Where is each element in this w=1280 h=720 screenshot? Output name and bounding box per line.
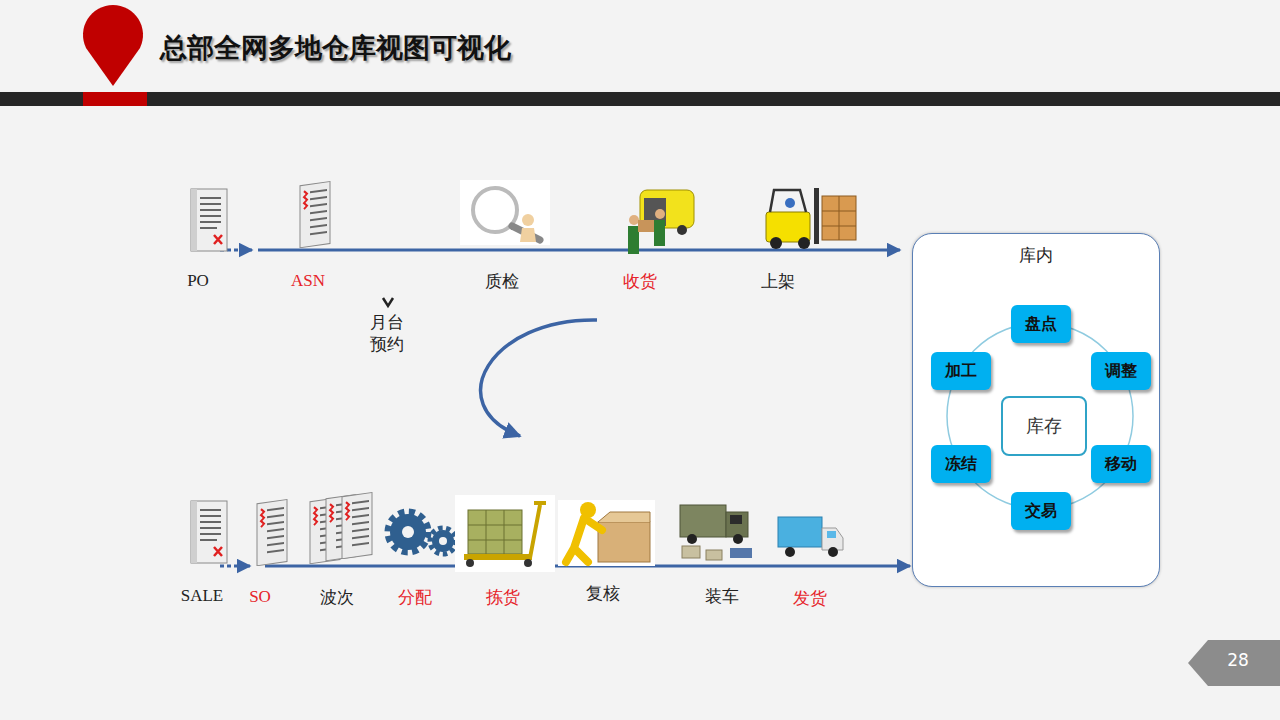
jack-handle <box>530 503 546 558</box>
step-label: 月台 预约 <box>367 312 407 356</box>
operation-box: 盘点 <box>1011 305 1071 343</box>
node-label: 盘点 <box>1025 314 1057 335</box>
gear-hole <box>439 537 447 545</box>
step-label: 波次 <box>320 586 354 609</box>
sale-document-icon <box>191 501 227 563</box>
so-document-icon <box>257 500 287 566</box>
person-body <box>566 518 602 562</box>
ground-pallet <box>730 548 752 558</box>
title-pin <box>83 5 143 86</box>
worker-head <box>629 215 639 225</box>
truck-window <box>730 515 742 524</box>
van-wheel <box>677 225 687 235</box>
operation-box: 交易 <box>1011 492 1071 530</box>
truck-cab <box>726 512 748 537</box>
inventory-box: 库存 <box>1001 396 1087 456</box>
ground-box <box>706 550 722 560</box>
step-label: 上架 <box>761 270 795 293</box>
node-label: 交易 <box>1025 501 1057 522</box>
pallet-load <box>822 196 856 240</box>
wheel <box>798 237 810 249</box>
chevron <box>383 298 393 306</box>
title-bar-accent <box>83 92 147 106</box>
step-label: 收货 <box>623 270 657 293</box>
step-label: 装车 <box>705 585 739 608</box>
forklift-mast <box>814 188 819 244</box>
truck-window <box>827 531 836 538</box>
page-number-tab <box>1188 640 1280 686</box>
worker-body <box>654 220 665 246</box>
step-label: SO <box>249 587 271 607</box>
icon-background <box>460 180 550 245</box>
node-label: 加工 <box>945 361 977 382</box>
wave-document-icon <box>342 493 372 559</box>
carton <box>598 522 650 562</box>
step-label: 拣货 <box>486 586 520 609</box>
wheel <box>828 547 838 557</box>
gears-icon <box>388 512 456 554</box>
figure-head <box>522 214 534 226</box>
node-label: 冻结 <box>945 454 977 475</box>
dotted-lead <box>220 565 250 568</box>
operation-box: 调整 <box>1091 352 1151 390</box>
wheel <box>466 559 474 567</box>
receiving-icon <box>628 190 694 254</box>
delivery-truck-icon <box>778 517 843 557</box>
operation-box: 加工 <box>931 352 991 390</box>
operation-box: 冻结 <box>931 445 991 483</box>
step-label: PO <box>187 271 209 291</box>
title-bar <box>0 92 1280 106</box>
truck-cab <box>822 528 843 550</box>
pallet-jack <box>464 554 532 560</box>
wheel <box>687 534 697 544</box>
driver <box>785 198 795 208</box>
gear-hole <box>402 526 414 538</box>
step-label: 复核 <box>586 582 620 605</box>
node-label: 库存 <box>1026 414 1062 438</box>
worker-body <box>628 226 639 254</box>
forklift-icon <box>766 188 856 249</box>
picking-icon <box>455 495 555 572</box>
node-label: 调整 <box>1105 361 1137 382</box>
icon-background <box>455 495 555 572</box>
step-label: 发货 <box>793 587 827 610</box>
step-label: SALE <box>181 586 224 606</box>
worker-head <box>655 209 665 219</box>
truck-cargo <box>778 517 822 547</box>
carried-box <box>638 220 654 232</box>
area-box: 库内盘点加工 调整库存冻结 移动交易 <box>912 233 1160 587</box>
loading-icon <box>680 505 752 560</box>
area-heading: 库内 <box>913 244 1159 267</box>
page-title: 总部全网多地仓库视图可视化 <box>160 30 511 66</box>
page-number: 28 <box>1227 650 1249 670</box>
ground-box <box>682 546 700 558</box>
po-document-icon <box>191 189 227 251</box>
box-stack <box>468 510 522 554</box>
step-label: 质检 <box>485 270 519 293</box>
figure-body <box>520 228 536 242</box>
load-lines <box>822 196 856 240</box>
step-label: ASN <box>291 271 325 291</box>
icon-background <box>558 500 655 566</box>
box-lines <box>468 510 522 554</box>
truck-cargo <box>680 505 726 537</box>
gear-teeth <box>388 512 428 552</box>
asn-document-icon <box>300 182 330 248</box>
wheel <box>524 559 532 567</box>
gear-teeth <box>430 528 456 554</box>
wheel <box>770 237 782 249</box>
wheel <box>733 534 743 544</box>
forklift-cage <box>770 190 806 212</box>
inspection-icon <box>460 180 550 245</box>
step-label: 分配 <box>398 586 432 609</box>
operation-box: 移动 <box>1091 445 1151 483</box>
flow-curve <box>481 320 597 436</box>
node-label: 移动 <box>1105 454 1137 475</box>
carton-flap <box>598 512 650 522</box>
checking-icon <box>558 500 655 566</box>
wheel <box>785 547 795 557</box>
